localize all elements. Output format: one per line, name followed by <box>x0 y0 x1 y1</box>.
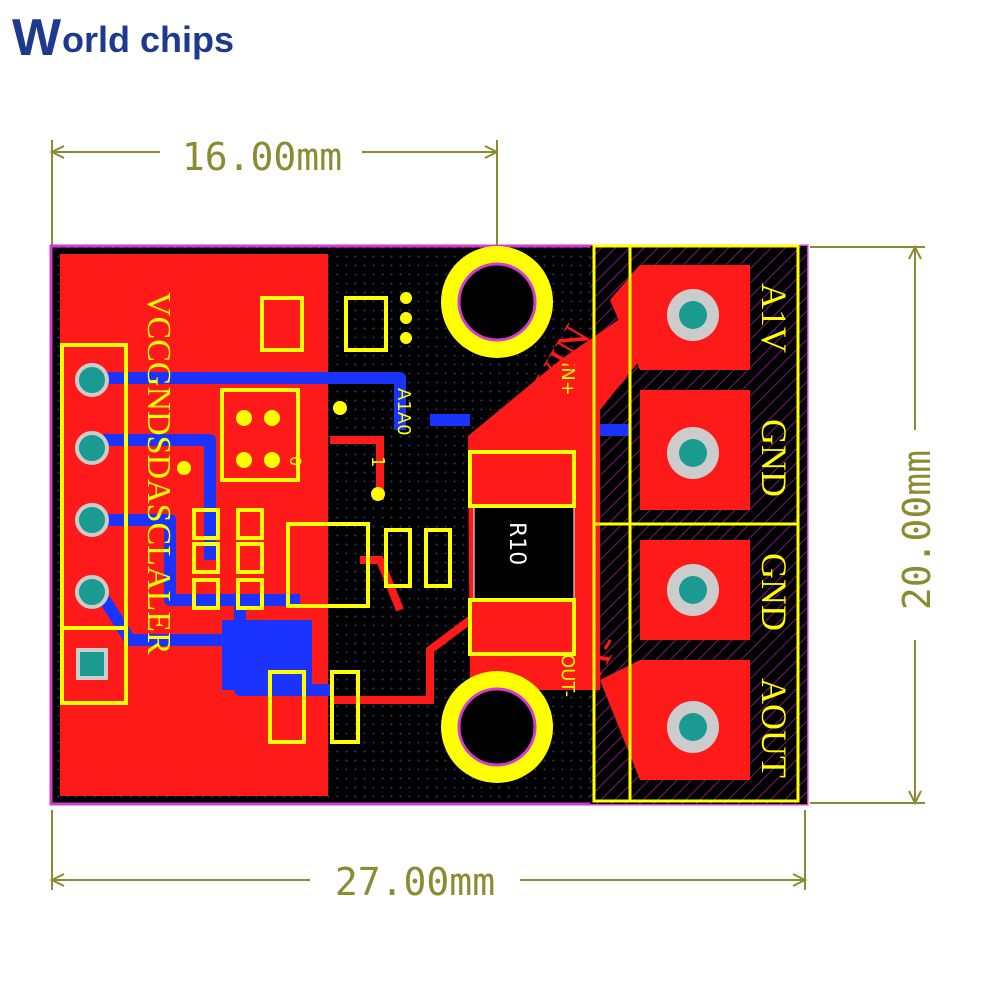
resistor-body <box>473 505 575 603</box>
header-pins <box>75 363 109 680</box>
silk-in-label: IN+ <box>557 362 578 396</box>
tiny-pads <box>177 292 412 501</box>
header-pin-5 <box>76 648 108 680</box>
header-pin-2 <box>75 431 109 465</box>
silk-small-1: 1 <box>367 456 388 467</box>
terminal-label-1: A1V <box>754 283 794 353</box>
dimension-lines <box>49 140 925 890</box>
dim-bottom-label: 27.00mm <box>335 860 495 904</box>
dim-height-label: 20.00mm <box>895 450 939 610</box>
header-outline <box>60 343 128 705</box>
world-chips-logo: W orld chips <box>12 8 292 68</box>
terminal-label-3: GND <box>754 553 794 631</box>
logo-text: orld chips <box>62 19 235 60</box>
terminal-label-4: AOUT <box>754 678 794 778</box>
header-pin-1 <box>75 363 109 397</box>
silk-addr-label: A1A0 <box>393 388 414 436</box>
logo-w-letter: W <box>12 9 62 67</box>
silk-small-0: 0 <box>286 456 305 466</box>
resistor-pad-bottom <box>468 598 576 656</box>
mounting-hole-top <box>441 246 553 358</box>
dim-top-label: 16.00mm <box>182 135 342 179</box>
header-pin-4 <box>75 575 109 609</box>
silk-out-label: OUT- <box>557 654 578 697</box>
resistor-label: R10 <box>504 522 529 565</box>
terminal-pins <box>667 289 719 753</box>
terminal-label-2: GND <box>754 419 794 497</box>
header-pin-3 <box>75 503 109 537</box>
smd-components <box>192 296 452 744</box>
left-pin-label: VCCGNDSDASCLALER <box>140 292 177 655</box>
blue-pad-area <box>222 620 312 690</box>
mounting-hole-bottom <box>441 671 553 783</box>
resistor-pad-top <box>468 450 576 508</box>
terminal-silk <box>592 244 800 803</box>
